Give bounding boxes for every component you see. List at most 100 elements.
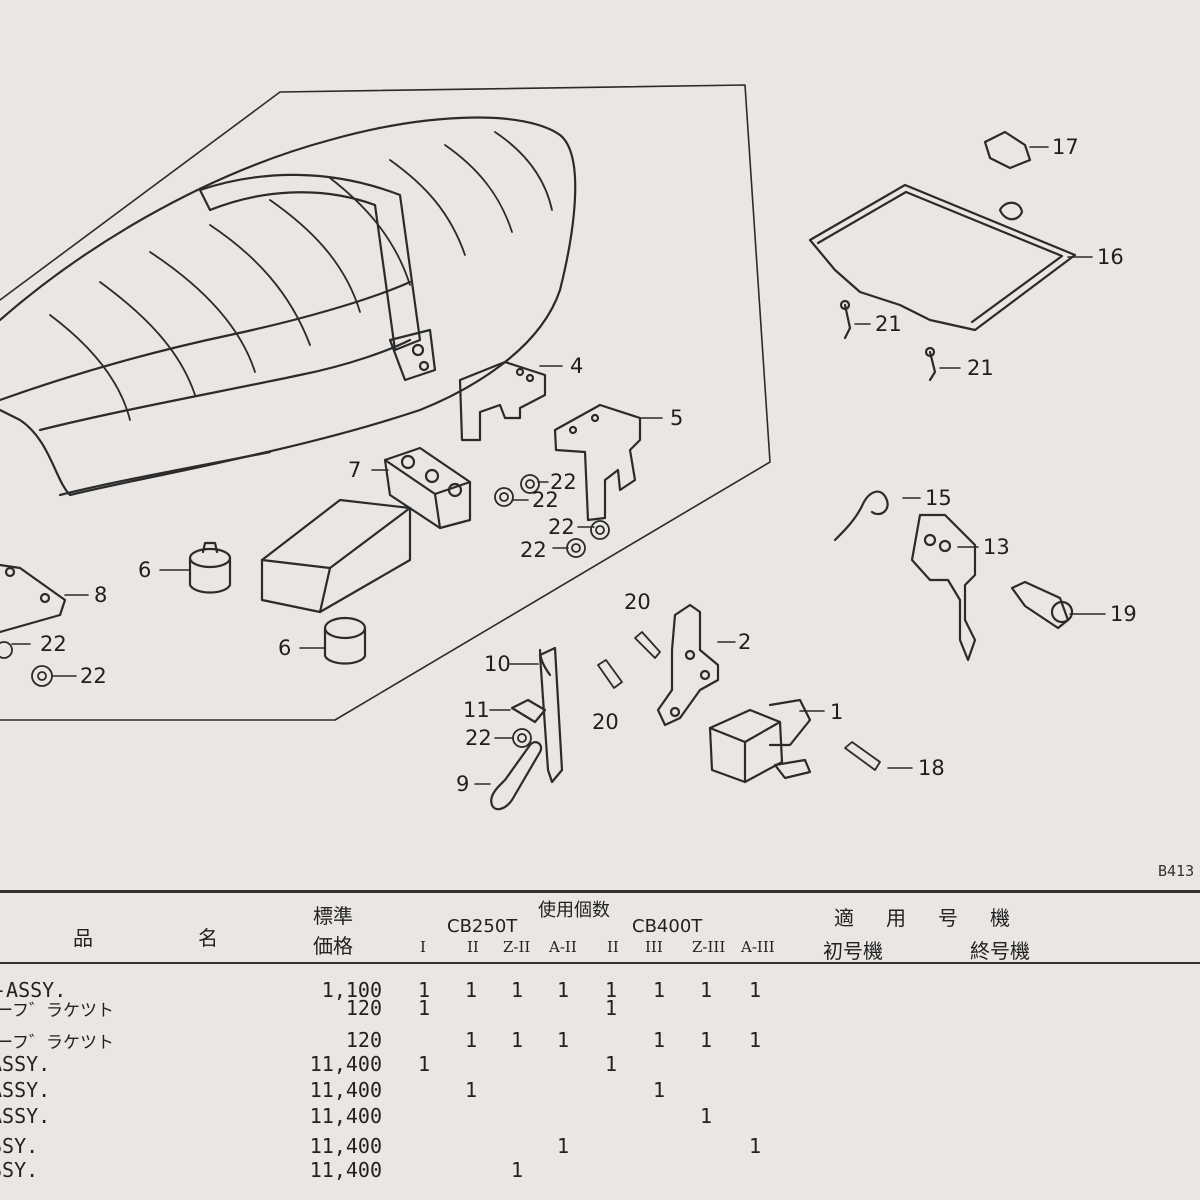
callout-c20a: 20 xyxy=(624,590,651,614)
seat-assembly-drawing xyxy=(0,116,577,497)
part-price: 11,400 xyxy=(309,1052,382,1076)
header-price-1: 標準 xyxy=(313,904,353,928)
callout-c18: 18 xyxy=(918,756,945,780)
variant-header: A-II xyxy=(549,938,577,956)
callout-c6a: 6 xyxy=(138,558,152,582)
part-1-latch-drawing xyxy=(708,698,812,784)
callout-c21b: 21 xyxy=(967,356,994,380)
callout-c7: 7 xyxy=(348,458,362,482)
callout-c22e: 22 xyxy=(40,632,67,656)
usage-qty: 1 xyxy=(699,1104,713,1128)
usage-qty: 1 xyxy=(604,978,618,1002)
part-13-15-19-drawings xyxy=(833,490,1074,662)
part-2-bracket-drawing xyxy=(656,603,720,727)
callout-c13: 13 xyxy=(983,535,1010,559)
part-name: ASSY. xyxy=(0,1052,51,1076)
usage-qty: 1 xyxy=(604,1052,618,1076)
usage-qty: 1 xyxy=(748,1028,762,1052)
usage-qty: 1 xyxy=(417,978,431,1002)
variant-header: III xyxy=(645,938,663,956)
callout-c17: 17 xyxy=(1052,135,1079,159)
table-top-rule xyxy=(0,890,1200,893)
part-price: 11,400 xyxy=(309,1158,382,1182)
part-name: -ASSY. xyxy=(0,978,67,1002)
leader-lines xyxy=(11,146,1106,785)
callout-c2: 2 xyxy=(738,630,752,654)
part-6-grommet-drawing-2 xyxy=(323,616,367,665)
header-usage: 使用個数 xyxy=(538,900,610,921)
usage-qty: 1 xyxy=(652,978,666,1002)
part-price: 120 xyxy=(345,1028,382,1052)
part-name: ASSY. xyxy=(0,1104,51,1128)
part-5-bracket-drawing xyxy=(553,403,642,522)
usage-qty: 1 xyxy=(464,1028,478,1052)
callout-c15: 15 xyxy=(925,486,952,510)
variant-header: II xyxy=(607,938,619,956)
callout-c20b: 20 xyxy=(592,710,619,734)
header-price-2: 価格 xyxy=(313,934,353,958)
header-name-1: 品 xyxy=(73,926,93,950)
usage-qty: 1 xyxy=(464,978,478,1002)
usage-qty: 1 xyxy=(604,996,618,1020)
part-8-plate-drawing xyxy=(0,563,67,634)
callout-c8: 8 xyxy=(94,583,108,607)
model-cb250t: CB250T xyxy=(447,916,518,937)
nut-22-drawings xyxy=(0,474,610,748)
callout-c9: 9 xyxy=(456,772,470,796)
callout-c22b: 22 xyxy=(532,488,559,512)
callout-c22f: 22 xyxy=(80,664,107,688)
screw-drawings xyxy=(597,631,881,771)
part-price: 11,400 xyxy=(309,1078,382,1102)
part-7-block-drawing xyxy=(383,446,472,530)
variant-header: II xyxy=(467,938,479,956)
part-price: 11,400 xyxy=(309,1104,382,1128)
usage-qty: 1 xyxy=(699,978,713,1002)
usage-qty: 1 xyxy=(556,978,570,1002)
callout-c4: 4 xyxy=(570,354,584,378)
model-cb400t: CB400T xyxy=(632,916,703,937)
part-16-17-21-drawings xyxy=(808,130,1077,382)
header-name-2: 名 xyxy=(198,926,218,950)
callout-c16: 16 xyxy=(1097,245,1124,269)
callout-c22d: 22 xyxy=(520,538,547,562)
callout-c5: 5 xyxy=(670,406,684,430)
usage-qty: 1 xyxy=(417,996,431,1020)
variant-header: Z-III xyxy=(692,938,726,956)
usage-qty: 1 xyxy=(556,1134,570,1158)
usage-qty: 1 xyxy=(652,1028,666,1052)
callout-c1: 1 xyxy=(830,700,844,724)
usage-qty: 1 xyxy=(748,978,762,1002)
callout-c22a: 22 xyxy=(550,470,577,494)
part-price: 120 xyxy=(345,996,382,1020)
diagram-code: B413 xyxy=(1158,862,1195,880)
part-name: ーフ゛ラケツト xyxy=(0,1033,114,1053)
usage-qty: 1 xyxy=(748,1134,762,1158)
usage-qty: 1 xyxy=(464,1078,478,1102)
callout-c19: 19 xyxy=(1110,602,1137,626)
part-name: SSY. xyxy=(0,1158,39,1182)
variant-header: A-III xyxy=(741,938,775,956)
part-4-bracket-drawing xyxy=(458,360,547,442)
diagram-frame xyxy=(0,84,771,721)
variant-header: I xyxy=(420,938,426,956)
callout-c21a: 21 xyxy=(875,312,902,336)
header-applicable: 適 用 号 機 xyxy=(834,906,1016,930)
callout-c22c: 22 xyxy=(548,515,575,539)
part-9-10-11-drawings xyxy=(490,646,564,811)
part-name: ASSY. xyxy=(0,1078,51,1102)
part-name: SSY. xyxy=(0,1134,39,1158)
usage-qty: 1 xyxy=(510,1028,524,1052)
sponge-block-drawing xyxy=(260,498,412,614)
exploded-parts-diagram xyxy=(0,84,1106,811)
usage-qty: 1 xyxy=(652,1078,666,1102)
table-header-rule xyxy=(0,962,1200,964)
part-price: 1,100 xyxy=(321,978,382,1002)
header-first-serial: 初号機 xyxy=(823,939,883,963)
part-name: ーフ゛ラケツト xyxy=(0,1001,114,1021)
callout-c11: 11 xyxy=(463,698,490,722)
usage-qty: 1 xyxy=(417,1052,431,1076)
part-6-grommet-drawing xyxy=(188,541,232,594)
variant-header: Z-II xyxy=(503,938,531,956)
usage-qty: 1 xyxy=(510,1158,524,1182)
usage-qty: 1 xyxy=(556,1028,570,1052)
